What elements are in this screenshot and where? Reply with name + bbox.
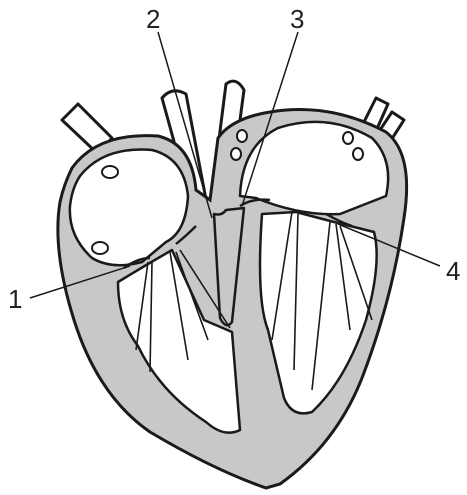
chordae-left-2 [293, 213, 299, 371]
chordae-right-4 [175, 251, 209, 341]
label-4: 4 [446, 256, 460, 286]
chordae-left-1 [271, 211, 293, 341]
label-3: 3 [290, 4, 304, 34]
opening-ra-upper [101, 165, 119, 179]
superior-vena-cava [60, 102, 114, 156]
chambers [68, 120, 390, 434]
label-2: 2 [146, 4, 160, 34]
left-ventricle [258, 210, 378, 415]
leader-4 [337, 223, 441, 267]
leader-3 [241, 31, 299, 207]
label-1: 1 [8, 284, 22, 314]
chordae-right-3 [169, 251, 189, 361]
pulmonary-valve [175, 225, 197, 245]
leader-1 [29, 265, 131, 299]
opening-la-3 [342, 131, 354, 145]
opening-la-4 [352, 147, 364, 161]
leader-lines [29, 31, 441, 299]
vessel-openings [91, 129, 364, 255]
opening-la-2 [230, 147, 242, 161]
callout-labels: 1 2 3 4 [8, 4, 460, 314]
septum-notch [212, 206, 246, 327]
left-atrium [238, 120, 390, 216]
leader-2 [157, 31, 213, 219]
chordae-right-1 [135, 261, 149, 351]
chordae-left-5 [339, 225, 373, 321]
chordae-left-4 [335, 223, 351, 331]
mitral-valve [325, 212, 353, 228]
chordae-right-2 [149, 261, 153, 373]
chordae-left-3 [311, 221, 331, 391]
opening-la-1 [236, 129, 248, 143]
chordae-right-5 [179, 249, 231, 329]
valves-and-cords [123, 198, 373, 391]
right-ventricle [116, 248, 242, 434]
opening-ra-lower [91, 241, 109, 255]
right-atrium [68, 148, 190, 267]
